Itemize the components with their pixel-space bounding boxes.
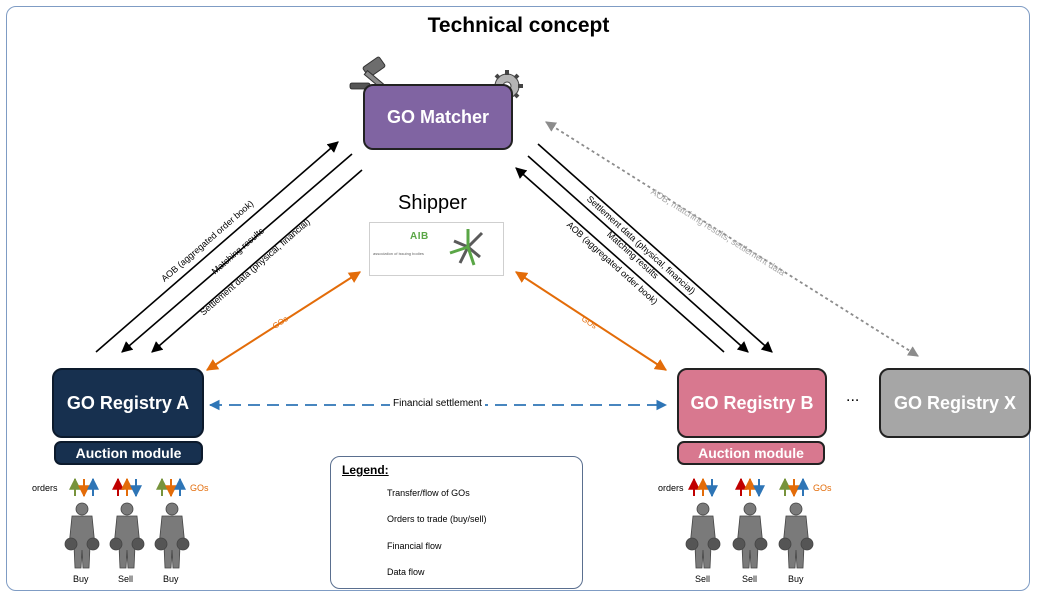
order-arrows-a [69,477,186,498]
go-registry-a-node: GO Registry A [52,368,204,438]
auction-module-a: Auction module [54,441,203,465]
aib-logo-text: AIB [410,231,429,242]
edge-gos-right [514,271,668,371]
edge-gos-left [205,271,362,371]
edge-left-aob [95,141,339,353]
participant-a3-role: Buy [163,574,179,584]
shipper-label: Shipper [398,192,467,214]
go-registry-b-node: GO Registry B [677,368,827,438]
label-financial-settlement: Financial settlement [390,398,485,409]
gos-label-a: GOs [190,483,209,493]
legend-title: Legend: [342,463,389,477]
legend-box: Legend: Transfer/flow of GOs Orders to t… [330,456,583,589]
participant-b2-role: Sell [742,574,758,584]
aib-logo-subtext: association of issuing bodies [373,251,424,256]
legend-item-go-flow: Transfer/flow of GOs [387,488,470,498]
diagram-title: Technical concept [427,14,610,37]
edge-left-settlement [151,169,363,353]
more-registries-ellipsis: ... [846,388,860,405]
legend-item-data: Data flow [387,567,425,577]
edge-right-aob [515,167,725,353]
diagram-frame [6,6,1030,591]
orders-label-a: orders [32,483,58,493]
edge-left-matching [121,153,353,353]
participant-a2-role: Sell [118,574,134,584]
participant-a1-role: Buy [73,574,89,584]
legend-item-financial: Financial flow [387,541,442,551]
go-matcher-node: GO Matcher [363,84,513,150]
orders-label-b: orders [658,483,684,493]
aib-logo: AIB association of issuing bodies [369,222,504,276]
participant-b3-role: Buy [788,574,804,584]
person-with-money-bag-icon [64,502,814,569]
legend-item-orders: Orders to trade (buy/sell) [387,514,487,524]
order-arrows-b [688,477,809,498]
edge-registry-x [545,121,919,357]
participant-b1-role: Sell [695,574,711,584]
auction-module-b: Auction module [677,441,825,465]
go-registry-x-node: GO Registry X [879,368,1031,438]
gos-label-b: GOs [813,483,832,493]
aib-star-icon [449,229,484,266]
